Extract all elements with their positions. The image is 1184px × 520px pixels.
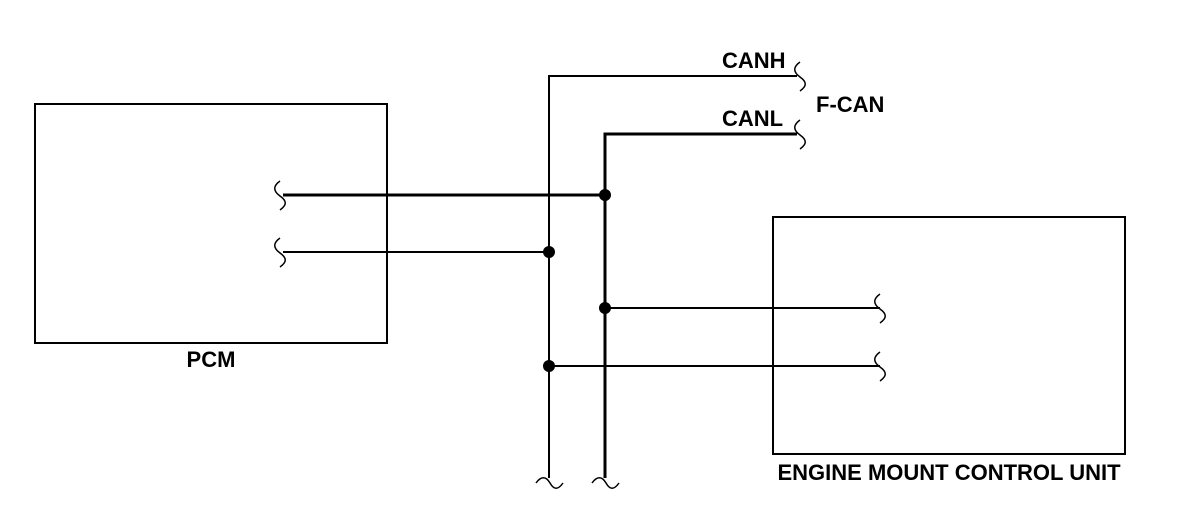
wire-break-symbol [274, 237, 286, 268]
wire-break-symbol [874, 293, 886, 324]
junction-node [599, 302, 611, 314]
engine-mount-control-unit-label: ENGINE MOUNT CONTROL UNIT [777, 460, 1121, 485]
engine-mount-control-unit-box [772, 216, 1126, 455]
pcm-label: PCM [187, 347, 236, 372]
wire-break-symbol [535, 477, 564, 489]
junction-node [543, 360, 555, 372]
wire-break-symbol [794, 119, 806, 150]
canh-wire [548, 75, 797, 478]
wire-break-symbol [591, 477, 620, 489]
wire-break-symbol [874, 351, 886, 382]
junction-node [543, 246, 555, 258]
canl-label: CANL [722, 106, 783, 131]
f-can-label: F-CAN [816, 92, 884, 117]
wire-break-symbol [794, 61, 806, 92]
canh-label: CANH [722, 48, 786, 73]
junction-node [599, 189, 611, 201]
wire-break-symbol [274, 180, 286, 211]
canl-wire [603, 132, 797, 478]
pcm-box [34, 103, 388, 344]
